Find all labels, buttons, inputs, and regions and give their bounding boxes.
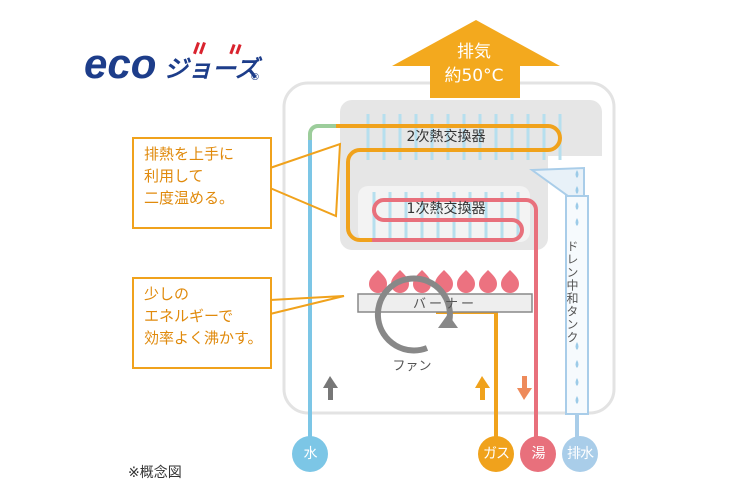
drain-tank-label: ドレン中和タンク [565,240,579,344]
primary-hx-label: 1次熱交換器 [407,200,486,217]
water-preheat-pipe [308,124,336,140]
energy-callout-line-1: 少しの [144,285,190,303]
heat-callout-line-2: 利用して [144,167,204,185]
energy-callout-line-2: エネルギーで [144,307,234,325]
logo-katakana: ジョーズ [164,55,263,83]
exhaust-line-2: 約50°C [444,66,504,86]
hot-water-label: 湯 [520,436,556,472]
exhaust-label: 排気 約50°C [426,40,522,88]
fan-label: ファン [392,359,431,374]
heat-callout: 排熱を上手に 利用して 二度温める。 [132,137,272,229]
hot-out-arrow [517,376,532,400]
logo-registered-mark: ® [250,72,260,83]
water-in-arrow [323,376,338,400]
exhaust-line-1: 排気 [457,42,491,62]
energy-callout-connector [269,295,345,315]
logo-steam-marks [193,42,242,55]
secondary-hx-coil [336,124,562,242]
heat-callout-connector [269,142,342,218]
fan-arrow [374,275,453,354]
water-label: 水 [292,436,328,472]
secondary-hx-label: 2次熱交換器 [407,128,486,145]
gas-label: ガス [478,436,514,472]
heat-callout-line-1: 排熱を上手に [144,145,235,163]
exhaust-arrow [392,20,560,98]
concept-note: ※概念図 [128,465,182,481]
fan-arrow-head [438,314,458,328]
eco-jozu-logo: eco ジョーズ ® [84,40,263,87]
energy-callout: 少しの エネルギーで 効率よく沸かす。 [132,277,272,369]
logo-eco: eco [84,40,156,87]
primary-hx-coil [372,198,538,438]
energy-callout-line-3: 効率よく沸かす。 [144,329,263,347]
burner-label: バーナー [413,297,477,312]
drain-drops [575,170,579,404]
gas-in-arrow [475,376,490,400]
drain-label: 排水 [562,436,598,472]
heat-callout-line-3: 二度温める。 [144,189,235,207]
